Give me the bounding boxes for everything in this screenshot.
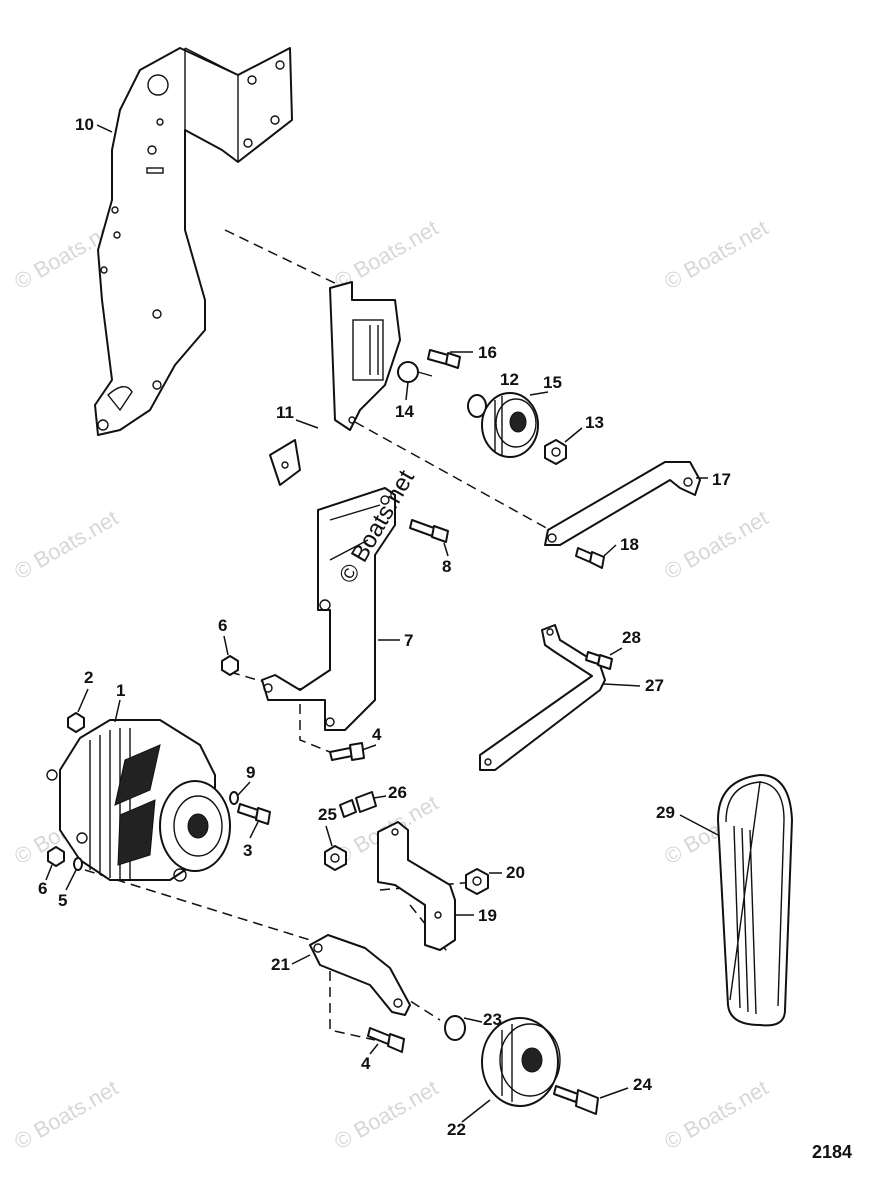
leader-line — [405, 381, 409, 401]
callout-27: 27 — [645, 676, 664, 695]
tension-arm-part-17 — [544, 461, 701, 546]
leader-line — [249, 821, 259, 839]
bolt-part-28 — [585, 651, 613, 670]
callout-9: 9 — [246, 763, 255, 782]
callout-22: 22 — [447, 1120, 466, 1139]
watermark: © Boats.net — [10, 1075, 122, 1154]
leader-line — [96, 124, 113, 133]
callout-10: 10 — [75, 115, 94, 134]
callout-11: 11 — [276, 403, 294, 422]
watermark: © Boats.net — [660, 215, 772, 294]
callout-29: 29 — [656, 803, 675, 822]
callout-6-lower: 6 — [38, 879, 47, 898]
leader-line — [603, 544, 617, 557]
tensioner-bracket-part-11 — [269, 281, 401, 486]
callout-15: 15 — [543, 373, 562, 392]
leader-line — [114, 699, 121, 723]
bolt-part-18 — [575, 547, 605, 569]
leader-line — [295, 419, 319, 429]
brace-part-27 — [479, 624, 606, 771]
pulley-part-22 — [481, 1017, 561, 1107]
leader-line — [369, 1043, 379, 1055]
leader-line — [373, 795, 387, 799]
callout-23: 23 — [483, 1010, 502, 1029]
stud-part-26 — [339, 791, 377, 818]
leader-line — [45, 864, 53, 881]
callout-28: 28 — [622, 628, 641, 647]
bolt-part-4-upper — [329, 742, 365, 761]
leader-line — [564, 427, 583, 443]
leader-line — [603, 683, 641, 687]
mounting-plate-part-10 — [94, 47, 293, 436]
callout-24: 24 — [633, 1075, 652, 1094]
leader-line — [679, 814, 719, 836]
leader-line — [529, 391, 549, 396]
figure-number: 2184 — [812, 1142, 852, 1162]
callout-13: 13 — [585, 413, 604, 432]
bracket-part-19 — [377, 821, 456, 951]
spacer-part-12 — [467, 394, 487, 418]
leader-line — [443, 542, 449, 557]
bolt-part-8 — [409, 519, 449, 543]
nut-part-20 — [465, 868, 489, 895]
callout-16: 16 — [478, 343, 497, 362]
leader-line — [463, 1017, 483, 1023]
bolt-part-24 — [553, 1085, 599, 1115]
callout-2: 2 — [84, 668, 93, 687]
leader-line — [291, 954, 311, 965]
leader-line — [461, 1099, 491, 1123]
alternator-bracket-part-7 — [261, 487, 396, 731]
callout-21: 21 — [271, 955, 290, 974]
callout-4-lower: 4 — [361, 1054, 371, 1073]
callout-4-upper: 4 — [372, 725, 382, 744]
alternator-part-1 — [46, 719, 231, 882]
leader-line — [237, 781, 251, 796]
watermark: © Boats.net — [660, 1075, 772, 1154]
idler-pulley-part-15 — [481, 392, 539, 458]
bolt-part-3 — [237, 803, 271, 825]
watermark: © Boats.net — [660, 505, 772, 584]
leader-line — [65, 869, 77, 891]
callout-26: 26 — [388, 783, 407, 802]
watermark: © Boats.net — [10, 505, 122, 584]
callout-20: 20 — [506, 863, 525, 882]
drive-belt-part-29 — [717, 774, 793, 1027]
callout-8: 8 — [442, 557, 451, 576]
callout-1: 1 — [116, 681, 125, 700]
nut-part-13 — [544, 439, 567, 465]
leader-line — [599, 1087, 629, 1099]
washer-part-9 — [229, 791, 239, 805]
callouts: 10 16 12 15 14 13 11 17 18 8 6 7 28 27 2… — [38, 115, 731, 1139]
callout-6-upper: 6 — [218, 616, 227, 635]
bolt-part-16 — [427, 349, 461, 369]
callout-12: 12 — [500, 370, 519, 389]
callout-7: 7 — [404, 631, 413, 650]
callout-17: 17 — [712, 470, 731, 489]
leader-line — [361, 744, 377, 751]
leader-line — [325, 825, 333, 847]
nut-part-6-upper — [221, 655, 239, 676]
callout-14: 14 — [395, 402, 414, 421]
leader-line — [609, 647, 623, 656]
leader-line — [77, 688, 89, 713]
callout-25: 25 — [318, 805, 337, 824]
nut-part-2 — [67, 712, 85, 733]
nut-part-6-lower — [47, 846, 65, 867]
leader-line — [223, 635, 229, 656]
callout-3: 3 — [243, 841, 252, 860]
callout-19: 19 — [478, 906, 497, 925]
bracket-plate-part-21 — [309, 934, 411, 1016]
washer-part-5 — [73, 857, 83, 871]
adjuster-gear-part-14 — [397, 361, 433, 383]
watermark: © Boats.net — [330, 1075, 442, 1154]
callout-18: 18 — [620, 535, 639, 554]
callout-5: 5 — [58, 891, 67, 910]
nut-part-25 — [324, 845, 347, 871]
bolt-part-4-lower — [367, 1027, 405, 1053]
spacer-part-23 — [444, 1015, 466, 1041]
